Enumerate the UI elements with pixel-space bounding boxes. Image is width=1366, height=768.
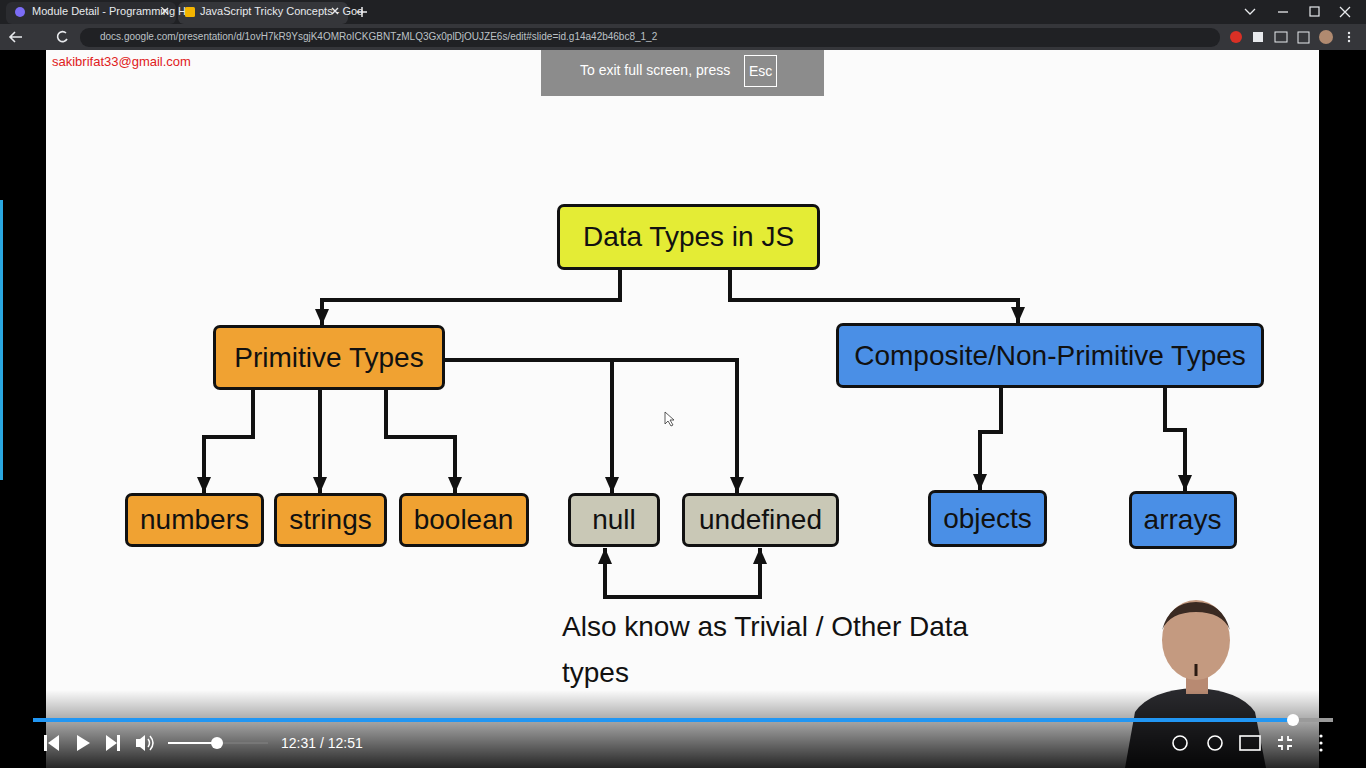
close-icon	[1340, 7, 1350, 17]
type-box: objects	[928, 490, 1047, 547]
type-box: Data Types in JS	[557, 204, 820, 270]
progress-played	[33, 718, 1293, 722]
connector-arrow	[980, 388, 1001, 490]
extension-icon	[1230, 31, 1242, 43]
reload-icon	[58, 32, 67, 42]
restore-icon	[1310, 7, 1319, 16]
box-label: null	[592, 504, 636, 536]
watermark: sakibrifat33@gmail.com	[52, 54, 191, 69]
video-gradient	[0, 690, 1366, 768]
media-icon	[1275, 32, 1287, 42]
player-controls	[44, 734, 1323, 751]
notice-text: To exit full screen, press	[580, 62, 730, 78]
pointer-arrow	[758, 548, 762, 599]
box-label: arrays	[1144, 504, 1222, 536]
connector-arrow	[730, 270, 1018, 323]
edge-strip	[0, 200, 3, 480]
box-label: numbers	[140, 504, 249, 536]
connector-arrow	[318, 390, 322, 493]
mouse-cursor	[665, 412, 674, 426]
url-text: docs.google.com/presentation/d/1ovH7kR9Y…	[100, 31, 657, 42]
tab-icon	[15, 7, 25, 17]
type-box: Composite/Non-Primitive Types	[836, 323, 1264, 388]
box-label: strings	[289, 504, 371, 536]
fullscreen-notice	[541, 50, 824, 96]
bracket-line	[605, 595, 760, 599]
time-display: 12:31 / 12:51	[281, 735, 363, 751]
slide	[46, 50, 1319, 768]
tab-search-icon	[1245, 9, 1255, 14]
box-label: Primitive Types	[234, 342, 423, 374]
type-box: numbers	[125, 493, 264, 547]
key-hint: Esc	[744, 55, 777, 87]
progress-track	[33, 718, 1333, 722]
sidebar-icon	[1298, 32, 1309, 43]
box-label: Composite/Non-Primitive Types	[854, 340, 1246, 372]
connector-arrow	[204, 390, 253, 493]
type-box: Primitive Types	[213, 325, 445, 390]
connector-arrow	[1165, 388, 1185, 491]
box-label: undefined	[699, 504, 822, 536]
type-box: undefined	[682, 493, 839, 547]
progress-knob	[1287, 714, 1299, 726]
type-box: arrays	[1129, 491, 1237, 549]
tab-bar	[0, 0, 1366, 24]
connector-arrow	[445, 360, 612, 493]
box-label: objects	[943, 503, 1032, 535]
type-box: null	[568, 493, 660, 547]
tab-title: JavaScript Tricky Concepts - Goo	[200, 5, 363, 17]
profile-icon	[1319, 30, 1333, 44]
minimize-icon	[1278, 11, 1288, 12]
pointer-arrow	[603, 548, 607, 599]
connector-arrow	[386, 390, 455, 493]
type-box: strings	[274, 493, 387, 547]
connector-arrow	[445, 360, 737, 493]
tab-title: Module Detail - Programming H	[32, 5, 186, 17]
note-text: Also know as Trivial / Other Data types	[562, 604, 982, 696]
extension-icon	[1253, 32, 1263, 42]
box-label: boolean	[414, 504, 514, 536]
back-icon	[10, 32, 22, 42]
tab-icon	[185, 7, 195, 17]
box-label: Data Types in JS	[583, 221, 794, 253]
url-field	[80, 28, 1220, 47]
type-box: boolean	[399, 493, 529, 547]
address-bar	[0, 24, 1366, 50]
connector-arrow	[322, 270, 620, 325]
